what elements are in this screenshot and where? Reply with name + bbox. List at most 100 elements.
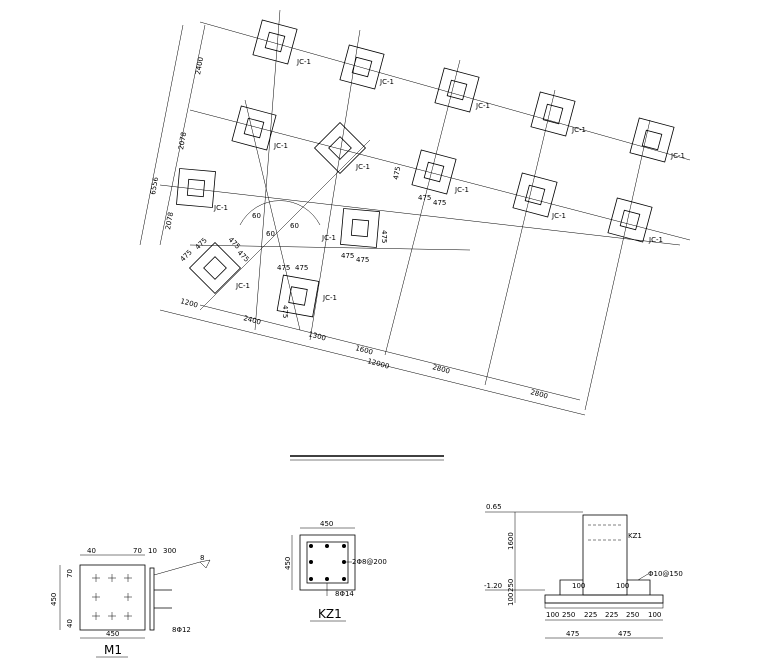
- kz1-detail: 450 450 2Φ8@200 8Φ14 KZ1: [284, 520, 387, 622]
- dim-line-left-outer: [139, 24, 184, 246]
- m1-leader: [153, 561, 201, 576]
- dim-475-l: 475: [418, 194, 431, 202]
- section-dim-250: 250: [507, 579, 515, 592]
- footing-label-2: JC-1: [379, 78, 394, 86]
- m1-dim-70-left: 70: [66, 569, 74, 578]
- m1-dim-40-top: 40: [87, 547, 96, 555]
- dim-475-a: 475: [179, 248, 194, 263]
- footing-label-13: JC-1: [235, 282, 250, 290]
- section-base: [544, 594, 664, 604]
- footing-14: [276, 274, 320, 318]
- footing-label-6: JC-1: [273, 142, 288, 150]
- dim-475-b: 475: [194, 236, 209, 251]
- section-blinding: [544, 602, 664, 609]
- dim-1600: 1600: [354, 344, 373, 356]
- footing-section: 0.65 -1.20 1600 250 100 100 100 KZ1 Φ10@…: [484, 503, 683, 639]
- section-col-label: KZ1: [628, 532, 642, 540]
- m1-side-plate: [149, 567, 155, 631]
- angle-arc: [239, 200, 321, 226]
- grid-line-diag: [199, 139, 371, 311]
- m1-dim-450-left: 450: [50, 593, 58, 606]
- grid-line-d: [189, 244, 471, 251]
- m1-dim-300: 300: [163, 547, 176, 555]
- section-bottom-dim-2: 225: [584, 611, 597, 619]
- section-elev-top: 0.65: [486, 503, 502, 511]
- kz1-stirrup: [306, 541, 349, 584]
- m1-title: M1: [104, 643, 122, 657]
- grid-line-b: [189, 109, 691, 241]
- dim-475-j: 475: [380, 230, 388, 243]
- dim-line-bottom: [159, 309, 586, 416]
- section-step-100-right: 100: [616, 582, 629, 590]
- dim-2078-upper: 2078: [177, 131, 188, 150]
- dim-2078-lower: 2078: [164, 211, 175, 230]
- angle-60-a: 60: [252, 212, 261, 220]
- grid-line-c: [159, 184, 681, 246]
- dim-line-left: [159, 24, 206, 246]
- dim-475-c: 475: [227, 236, 242, 251]
- m1-plate: [79, 564, 146, 631]
- dim-475-i: 475: [356, 256, 369, 264]
- footing-2: [339, 44, 385, 90]
- kz1-outer: [299, 534, 356, 591]
- kz1-dim-450-top: 450: [320, 520, 333, 528]
- footing-label-7: JC-1: [355, 163, 370, 171]
- dim-2800-a: 2800: [431, 363, 450, 375]
- section-bottom-dim-1: 250: [562, 611, 575, 619]
- angle-60-b: 60: [266, 230, 275, 238]
- footing-label-5: JC-1: [670, 152, 685, 160]
- m1-dim-40-left: 40: [66, 619, 74, 628]
- angle-60-c: 60: [290, 222, 299, 230]
- grid-line-2: [309, 29, 361, 341]
- section-bottom-dim-3: 225: [605, 611, 618, 619]
- kz1-bar-note: 8Φ14: [335, 590, 354, 598]
- footing-12: [340, 208, 380, 248]
- dim-475-k: 475: [392, 166, 402, 181]
- grid-line-a: [199, 21, 691, 161]
- kz1-dim-450-left: 450: [284, 557, 292, 570]
- kz1-stirrup-note: 2Φ8@200: [352, 558, 387, 566]
- footing-3: [434, 67, 480, 113]
- footing-13: [188, 241, 242, 295]
- footing-label-11: JC-1: [213, 204, 228, 212]
- foundation-plan: 2400 2078 6556 2078 1200 2400 1300 1600 …: [139, 9, 691, 416]
- footing-5: [629, 117, 675, 163]
- m1-dim-8: 8: [200, 554, 204, 562]
- footing-label-1: JC-1: [296, 58, 311, 66]
- m1-weld-symbol: [199, 559, 211, 569]
- footing-6: [231, 105, 277, 151]
- section-rebar-note: Φ10@150: [648, 570, 683, 578]
- grid-line-3: [384, 59, 461, 356]
- dim-1200: 1200: [179, 297, 198, 309]
- dim-475-h: 475: [341, 252, 354, 260]
- m1-detail: 40 70 10 300 8 70 450 40 450 8Φ12 M1: [50, 547, 211, 658]
- footing-7: [313, 121, 367, 175]
- footing-label-10: JC-1: [648, 236, 663, 244]
- dim-2400-left: 2400: [194, 56, 205, 75]
- section-step-100-left: 100: [572, 582, 585, 590]
- section-step-left: [559, 579, 583, 595]
- kz1-title: KZ1: [318, 607, 342, 621]
- footing-10: [607, 197, 653, 243]
- dim-475-m: 475: [433, 199, 446, 207]
- m1-bolts: [92, 574, 132, 620]
- dim-6556: 6556: [149, 176, 160, 195]
- m1-bolt-note: 8Φ12: [172, 626, 191, 634]
- m1-dim-70-top: 70: [133, 547, 142, 555]
- section-dim-475-right: 475: [618, 630, 631, 638]
- section-rebar-leader: [637, 573, 649, 581]
- footing-label-4: JC-1: [571, 126, 586, 134]
- dim-2800-b: 2800: [529, 388, 548, 400]
- section-dim-1600: 1600: [507, 532, 515, 550]
- footing-8: [411, 149, 457, 195]
- section-dim-475-left: 475: [566, 630, 579, 638]
- m1-dim-10: 10: [148, 547, 157, 555]
- footing-label-14: JC-1: [322, 294, 337, 302]
- m1-dim-450-bottom: 450: [106, 630, 119, 638]
- dim-line-bottom-inner: [199, 304, 581, 401]
- section-dim-100-v: 100: [507, 593, 515, 606]
- grid-line-5: [584, 119, 651, 411]
- section-bottom-dim-0: 100: [546, 611, 559, 619]
- footing-9: [512, 172, 558, 218]
